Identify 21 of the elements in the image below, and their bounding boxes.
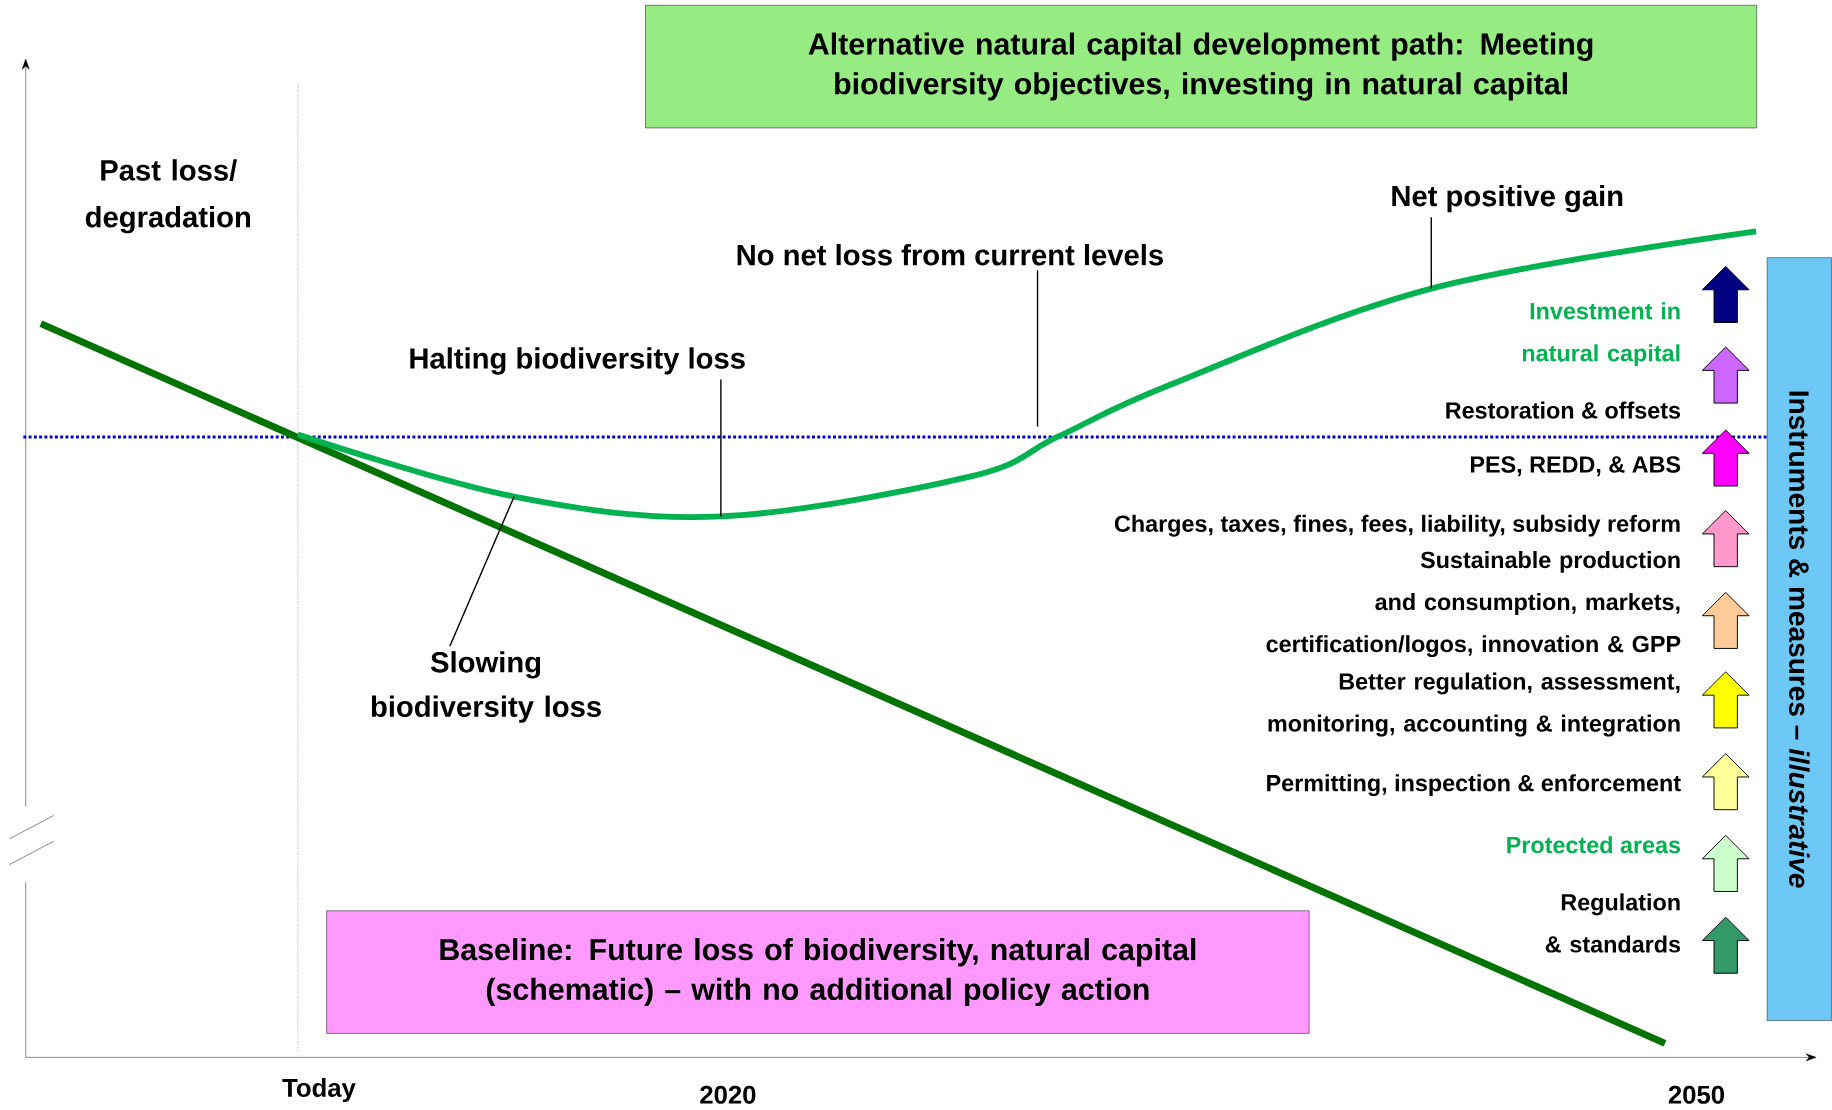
axis-label: 2050: [1668, 1085, 1724, 1104]
title-box: Alternative natural capital development path: Meeting biodiversity objectives, investing in natural capital: [645, 5, 1757, 129]
curve-label: Net positive gain: [1392, 185, 1623, 213]
instrument-label: Better regulation, assessment, monitoring, accounting & integration: [1268, 672, 1680, 737]
label: Past loss/ degradation: [85, 159, 251, 234]
instrument-label: Investment in natural capital: [1522, 302, 1680, 367]
instrument-label: Restoration & offsets: [1446, 401, 1681, 419]
curve-label: Slowing biodiversity loss: [371, 651, 601, 723]
curve-label: Halting biodiversity loss: [410, 347, 745, 375]
baseline-box: Baseline: Future loss of biodiversity, natural capital (schematic) – with no additional policy action: [326, 910, 1310, 1034]
instrument-label: Regulation & standards: [1545, 893, 1681, 953]
instrument-label: Sustainable production and consumption, markets, certification/logos, innovation & GPP: [1266, 551, 1681, 658]
instrument-label: Protected areas: [1507, 836, 1681, 854]
instrument-label: PES, REDD, & ABS: [1471, 456, 1681, 477]
curve-label: No net loss from current levels: [737, 244, 1163, 266]
axis-label: Today: [282, 1078, 356, 1103]
axis-label: 2020: [700, 1085, 756, 1104]
instrument-label: Permitting, inspection & enforcement: [1267, 774, 1681, 797]
instrument-label: Charges, taxes, fines, fees, liability, subsidy reform: [1114, 514, 1680, 537]
leader-line: [449, 495, 515, 648]
instruments-band: Instruments & measures – illustrative: [1766, 257, 1832, 1021]
